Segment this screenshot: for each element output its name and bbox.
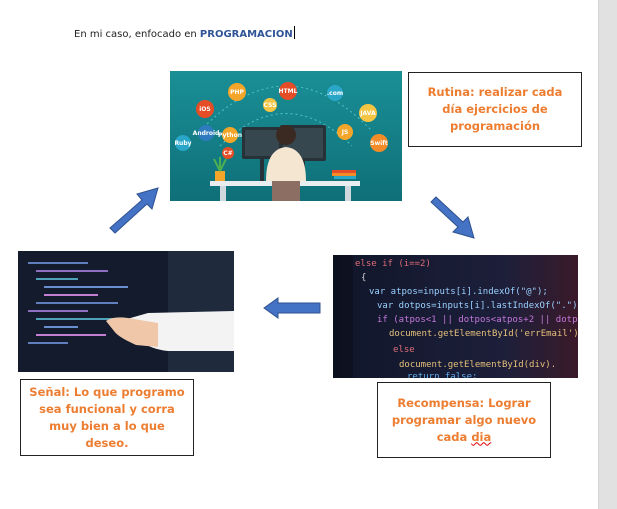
illustration-tag: JAVA xyxy=(359,110,376,117)
code-line: document.getElementById('errEmail') xyxy=(389,329,578,339)
illustration-tag: Android xyxy=(193,130,220,137)
arrow-down-right-icon xyxy=(430,196,475,239)
code-screen-photo: else if (i==2) { var atpos=inputs[i].ind… xyxy=(333,255,578,378)
code-line: var atpos=inputs[i].indexOf("@"); xyxy=(369,287,548,297)
reward-text-misspelled: dia xyxy=(471,429,492,444)
illustration-tag: CSS xyxy=(264,102,277,109)
illustration-tag: PHP xyxy=(230,89,244,96)
illustration-tag: Python xyxy=(218,132,242,139)
programmer-illustration: PHP HTML CSS .com JAVA Swift JS Android … xyxy=(170,71,402,201)
reward-text: Recompensa: Lograr programar algo nuevo … xyxy=(386,395,542,446)
cue-box: Señal: Lo que programo sea funcional y c… xyxy=(20,379,194,456)
reward-box: Recompensa: Lograr programar algo nuevo … xyxy=(377,382,551,458)
tag-circles xyxy=(175,82,388,159)
arrow-left-icon xyxy=(263,297,321,319)
routine-text: Rutina: realizar cada día ejercicios de … xyxy=(427,85,563,133)
illustration-tag: iOS xyxy=(199,106,210,113)
hand-pointing-photo xyxy=(18,251,234,372)
cue-text: Señal: Lo que programo sea funcional y c… xyxy=(29,384,185,450)
code-line: else xyxy=(393,345,415,355)
code-line: if (atpos<1 || dotpos<atpos+2 || dotpos xyxy=(377,315,578,325)
code-line: var dotpos=inputs[i].lastIndexOf("."); xyxy=(377,301,578,311)
code-line: { xyxy=(361,273,366,283)
routine-box: Rutina: realizar cada día ejercicios de … xyxy=(408,72,582,147)
code-line: else if (i==2) xyxy=(355,259,431,269)
illustration-tag: Swift xyxy=(370,140,388,147)
illustration-tag: HTML xyxy=(279,88,298,95)
code-line: document.getElementById(div). xyxy=(399,360,556,370)
heading-intro: En mi caso, enfocado en xyxy=(74,29,200,40)
heading-topic: PROGRAMACION xyxy=(199,29,293,40)
code-line: return false; xyxy=(407,372,477,378)
vertical-scrollbar[interactable] xyxy=(598,0,617,509)
arrow-up-right-icon xyxy=(109,187,159,234)
illustration-tag: Ruby xyxy=(174,140,191,147)
text-cursor xyxy=(293,26,295,39)
illustration-tag: JS xyxy=(341,129,349,136)
illustration-tag: C# xyxy=(223,150,232,157)
reward-text-main: Recompensa: Lograr programar algo nuevo … xyxy=(391,395,537,444)
illustration-tag: .com xyxy=(327,90,343,97)
heading-line: En mi caso, enfocado en PROGRAMACION xyxy=(74,26,295,40)
